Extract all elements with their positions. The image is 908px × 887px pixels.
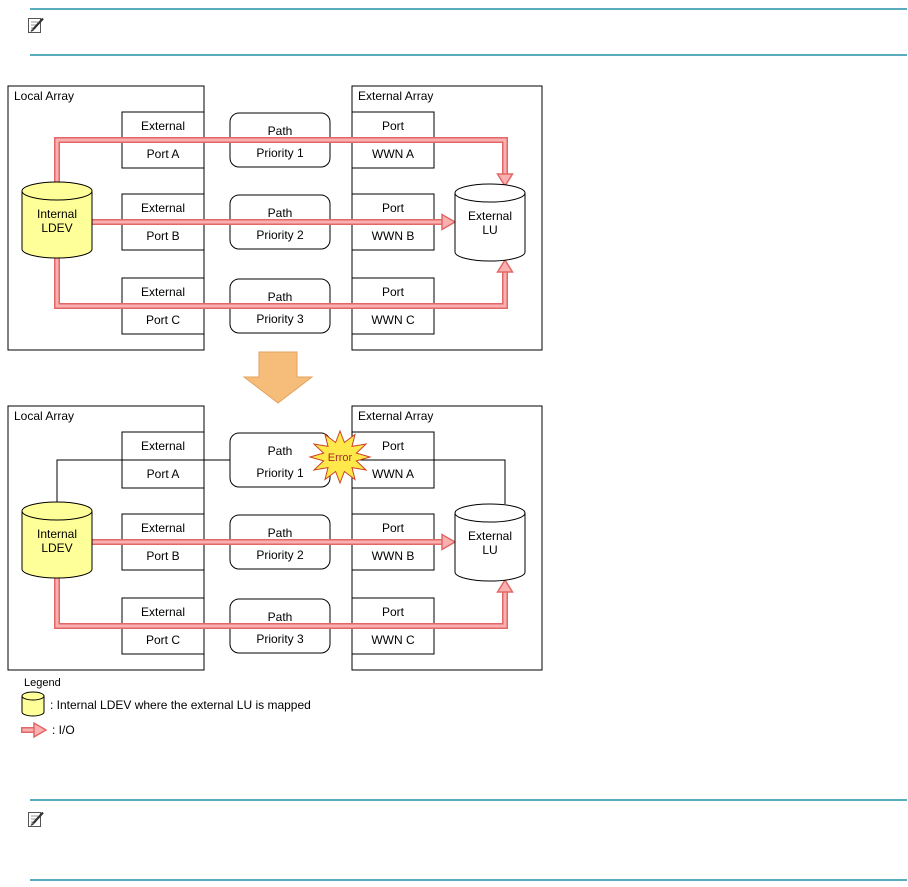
legend-ldev-text: : Internal LDEV where the external LU is…	[50, 698, 311, 712]
cylinder-top	[21, 501, 93, 521]
internal-ldev-label: Internal	[37, 527, 77, 541]
io-arrowhead-down	[496, 173, 514, 188]
cylinder-body	[454, 512, 526, 582]
external-array-label: External Array	[358, 89, 433, 103]
internal-ldev-cylinder	[21, 181, 93, 259]
section-divider	[30, 54, 907, 56]
legend: Legend : Internal LDEV where the externa…	[21, 677, 311, 739]
port-wwn-b-label: Port	[382, 201, 405, 215]
local-array-label: Local Array	[14, 409, 74, 423]
port-wwn-a-label: Port	[382, 439, 405, 453]
external-port-c-label: Port C	[146, 313, 180, 327]
external-lu-label: LU	[482, 223, 497, 237]
cylinder-body	[21, 510, 93, 579]
external-port-c-label: External	[141, 605, 185, 619]
internal-ldev-label: LDEV	[41, 541, 72, 555]
legend-title: Legend	[24, 677, 61, 689]
legend-io-text: : I/O	[52, 723, 75, 737]
port-wwn-b-label: Port	[382, 521, 405, 535]
external-port-a-label: Port A	[147, 147, 180, 161]
external-lu-cylinder	[454, 183, 526, 262]
port-wwn-a-label: WWN A	[372, 147, 414, 161]
port-wwn-b-label: WWN B	[372, 549, 415, 563]
cylinder-body	[454, 192, 526, 262]
port-wwn-a-label: WWN A	[372, 467, 414, 481]
internal-ldev-label: Internal	[37, 207, 77, 221]
path-priority-2-label: Path	[268, 526, 293, 540]
port-wwn-c-label: WWN C	[371, 633, 415, 647]
diagram-before-error: Local Array External Array External Port…	[7, 85, 543, 351]
path-priority-1-label: Path	[268, 444, 293, 458]
error-burst: Error	[308, 429, 372, 485]
external-port-b-label: External	[141, 201, 185, 215]
io-arrowhead-right	[33, 721, 48, 739]
io-flow	[54, 533, 514, 629]
external-lu-label: LU	[482, 543, 497, 557]
io-line	[55, 272, 507, 308]
path-priority-2-label: Priority 2	[256, 548, 304, 562]
path-priority-1-label: Priority 1	[256, 146, 304, 160]
io-line	[55, 592, 507, 628]
external-port-b-label: Port B	[146, 229, 179, 243]
cylinder-body	[21, 695, 45, 717]
path-priority-3-label: Priority 3	[256, 632, 304, 646]
external-lu-cylinder	[454, 503, 526, 582]
path-priority-3-label: Path	[268, 290, 293, 304]
path-priority-1-label: Path	[268, 124, 293, 138]
section-divider	[30, 879, 907, 881]
external-port-a-label: Port A	[147, 467, 180, 481]
io-line	[55, 138, 507, 174]
external-port-b-label: Port B	[146, 549, 179, 563]
io-flow	[54, 137, 514, 309]
io-arrowhead-right	[441, 533, 457, 551]
external-port-a-label: External	[141, 119, 185, 133]
external-lu-label: External	[468, 529, 512, 543]
error-burst-shape	[308, 429, 372, 485]
internal-ldev-label: LDEV	[41, 221, 72, 235]
external-lu-label: External	[468, 209, 512, 223]
legend-ldev-icon	[21, 691, 45, 717]
external-port-c-label: External	[141, 285, 185, 299]
port-wwn-b-label: WWN B	[372, 229, 415, 243]
io-arrowhead-up	[496, 258, 514, 273]
connector-path-a	[56, 459, 506, 512]
cylinder-top	[21, 691, 45, 701]
cylinder-body	[21, 190, 93, 259]
note-icon	[28, 811, 44, 827]
internal-ldev-cylinder	[21, 501, 93, 579]
local-array-label: Local Array	[14, 89, 74, 103]
io-arrowhead-up	[496, 578, 514, 593]
path-priority-2-label: Priority 2	[256, 228, 304, 242]
external-port-b-label: External	[141, 521, 185, 535]
path-priority-3-label: Priority 3	[256, 312, 304, 326]
diagram-after-error: Local Array External Array External Port…	[7, 405, 543, 671]
external-port-c-label: Port C	[146, 633, 180, 647]
port-wwn-c-label: WWN C	[371, 313, 415, 327]
legend-io-arrow-icon	[21, 721, 48, 739]
port-wwn-a-label: Port	[382, 119, 405, 133]
external-array-label: External Array	[358, 409, 433, 423]
cylinder-top	[454, 503, 526, 523]
io-arrowhead-right	[441, 213, 457, 231]
external-port-a-label: External	[141, 439, 185, 453]
port-wwn-c-label: Port	[382, 605, 405, 619]
path-priority-1-label: Priority 1	[256, 466, 304, 480]
port-wwn-c-label: Port	[382, 285, 405, 299]
cylinder-top	[454, 183, 526, 203]
transition-arrow-down	[242, 351, 314, 404]
section-divider	[30, 8, 907, 10]
error-label: Error	[328, 452, 353, 464]
path-priority-3-label: Path	[268, 610, 293, 624]
note-icon	[28, 17, 44, 33]
cylinder-top	[21, 181, 93, 201]
section-divider	[30, 799, 907, 801]
path-priority-2-label: Path	[268, 206, 293, 220]
